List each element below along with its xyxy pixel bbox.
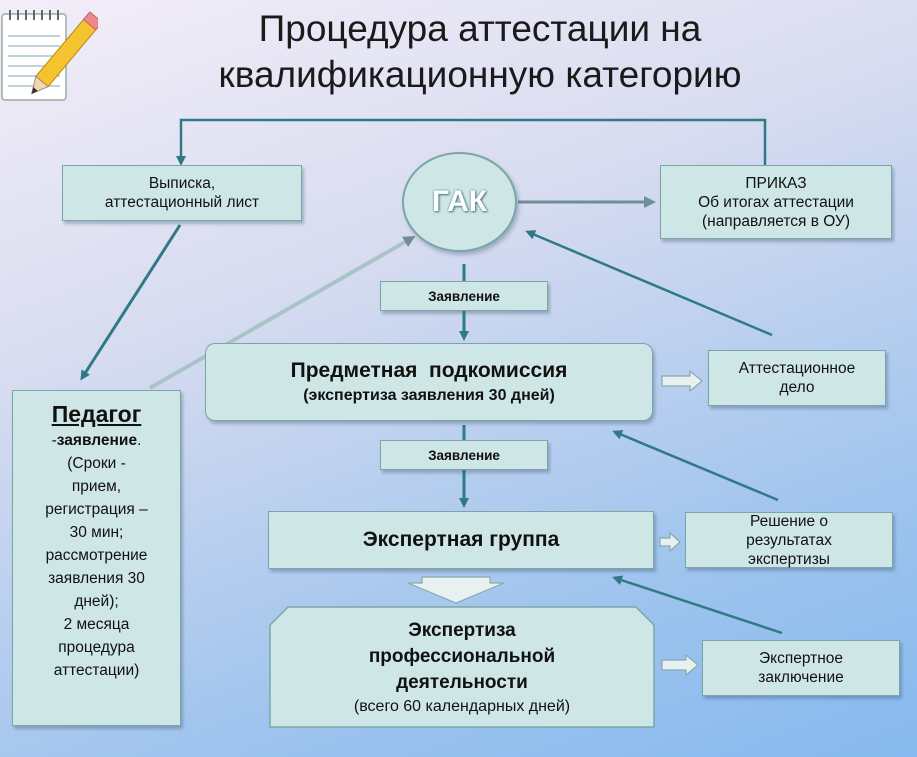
zaklyuchenie-box: Экспертное заключение <box>702 640 900 696</box>
podkomissiya-box: Предметная подкомиссия (экспертиза заявл… <box>205 343 653 421</box>
pedagog-zayavlenie: заявление <box>56 432 138 449</box>
zayavlenie-box-1: Заявление <box>380 281 548 311</box>
pedagog-line-10: аттестации) <box>53 662 140 679</box>
zayavlenie-label-1: Заявление <box>428 288 500 304</box>
title-line-2: квалификационную категорию <box>218 54 742 95</box>
pedagog-line-6: заявления 30 <box>48 570 145 587</box>
gak-label: ГАК <box>431 185 488 218</box>
page-title: Процедура аттестации на квалификационную… <box>120 6 840 98</box>
title-line-1: Процедура аттестации на <box>258 8 702 49</box>
reshenie-line-3: экспертизы <box>748 550 830 568</box>
hollow-arrow-gruppa-reshenie <box>659 531 681 553</box>
podkomissiya-title: Предметная подкомиссия <box>290 359 568 382</box>
connector-prikaz-to-vypiska <box>176 118 767 166</box>
ekspertiza-line-1: Экспертиза <box>408 620 516 641</box>
pedagog-title: Педагог <box>51 401 142 427</box>
ekspertiza-line-3: деятельности <box>396 672 528 693</box>
prikaz-box: ПРИКАЗ Об итогах аттестации (направляетс… <box>660 165 892 239</box>
connector-zaklyuchenie-to-gruppa <box>612 575 783 635</box>
connector-delo-to-gak <box>525 230 773 337</box>
prikaz-line-3: (направляется в ОУ) <box>701 212 851 230</box>
connector-reshenie-to-podkomissiya <box>612 430 779 502</box>
prikaz-line-2: Об итогах аттестации <box>698 193 854 211</box>
zayavlenie-label-2: Заявление <box>428 447 500 463</box>
gak-node: ГАК <box>402 152 517 252</box>
reshenie-line-1: Решение о <box>749 512 829 530</box>
reshenie-box: Решение о результатах экспертизы <box>685 512 893 568</box>
ekspert-gruppa-box: Экспертная группа <box>268 511 654 569</box>
notepad-pencil-icon <box>1 10 98 101</box>
pedagog-box: Педагог -заявление. (Сроки - прием, реги… <box>12 390 181 726</box>
zaklyuchenie-line-2: заключение <box>758 669 844 686</box>
pedagog-line-1: (Сроки - <box>67 455 126 472</box>
ekspert-gruppa-label: Экспертная группа <box>362 528 560 551</box>
pedagog-line-2: прием, <box>71 478 122 495</box>
pedagog-dot: . <box>137 432 142 449</box>
pedagog-line-4: 30 мин; <box>69 524 124 541</box>
ekspertiza-box: Экспертиза профессиональной деятельности… <box>270 609 654 727</box>
hollow-arrow-podkomissiya-delo <box>661 369 703 393</box>
prikaz-line-1: ПРИКАЗ <box>745 174 807 192</box>
pedagog-line-8: 2 месяца <box>63 616 130 633</box>
connector-pedagog-to-gak <box>149 236 416 390</box>
pedagog-line-5: рассмотрение <box>45 547 148 564</box>
pedagog-line-3: регистрация – <box>45 501 148 518</box>
vypiska-box: Выписка, аттестационный лист <box>62 165 302 221</box>
reshenie-line-2: результатах <box>746 531 832 549</box>
ekspertiza-line-2: профессиональной <box>368 646 556 667</box>
pedagog-zayavlenie-line: -заявление. <box>52 429 142 452</box>
vypiska-line-2: аттестационный лист <box>104 194 260 211</box>
ekspertiza-line-4: (всего 60 календарных дней) <box>353 698 571 715</box>
pedagog-dash: - <box>51 432 57 449</box>
hollow-arrow-gruppa-ekspertiza <box>407 576 505 604</box>
hollow-arrow-ekspertiza-zaklyuchenie <box>661 653 699 677</box>
attest-delo-line-2: дело <box>779 379 815 396</box>
pedagog-line-9: процедура <box>58 639 135 656</box>
zaklyuchenie-line-1: Экспертное <box>758 650 844 667</box>
pedagog-line-7: дней); <box>74 593 119 610</box>
podkomissiya-subtitle: (экспертиза заявления 30 дней) <box>303 387 555 404</box>
attest-delo-box: Аттестационное дело <box>708 350 886 406</box>
vypiska-line-1: Выписка, <box>148 175 216 192</box>
connector-vypiska-to-pedagog <box>80 224 182 381</box>
zayavlenie-box-2: Заявление <box>380 440 548 470</box>
attest-delo-line-1: Аттестационное <box>738 360 856 377</box>
